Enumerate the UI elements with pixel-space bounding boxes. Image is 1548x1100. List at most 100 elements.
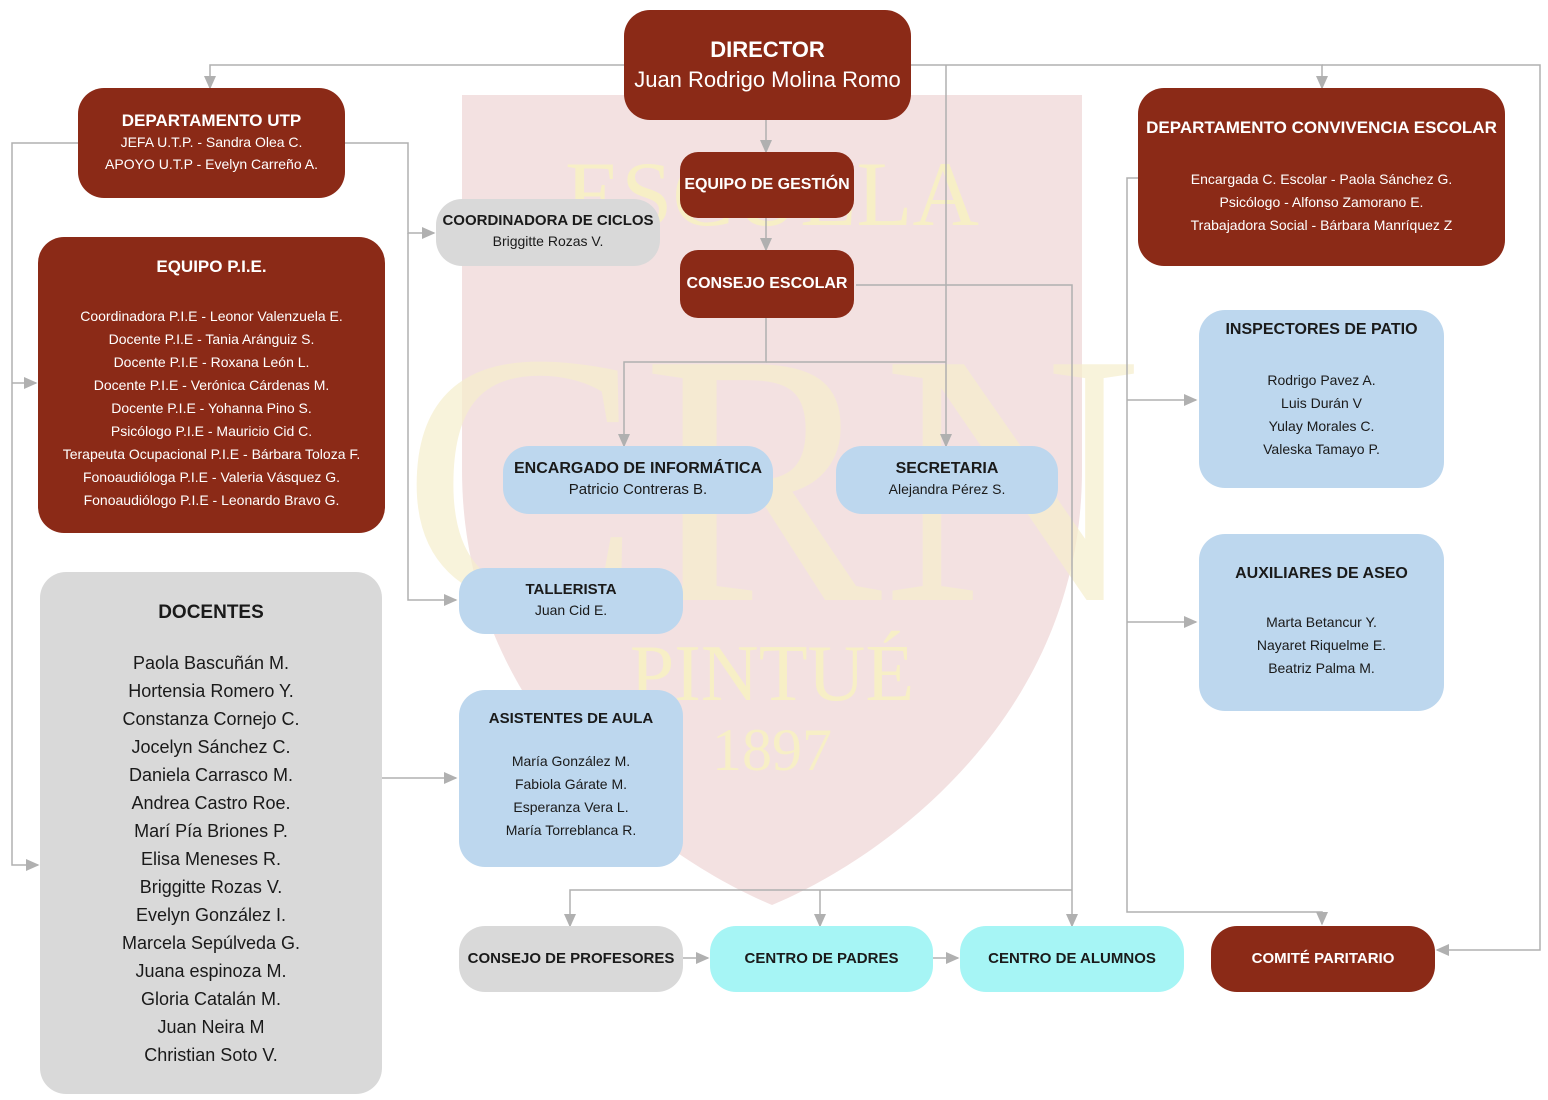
director-title: DIRECTOR [710,37,825,62]
docente-member: Gloria Catalán M. [140,988,282,1009]
docente-member: Evelyn González I. [135,904,287,925]
tallerista-name: Juan Cid E. [534,601,608,618]
director-to-utp-line [204,64,624,90]
docente-member: Briggitte Rozas V. [139,876,283,897]
pie-members: Coordinadora P.I.E - Leonor Valenzuela E… [63,305,361,512]
pie-member: Psicólogo P.I.E - Mauricio Cid C. [110,423,313,440]
docentes-members: Paola Bascuñán M. Hortensia Romero Y. Co… [122,649,300,1069]
docente-member: Marí Pía Briones P. [134,820,288,841]
director-box: DIRECTOR Juan Rodrigo Molina Romo [624,10,911,120]
centro-padres-title: CENTRO DE PADRES [744,950,899,967]
docentes-title: DOCENTES [158,602,264,623]
utp-member: JEFA U.T.P. - Sandra Olea C. [120,134,303,151]
centro-alumnos-title: CENTRO DE ALUMNOS [988,950,1156,967]
aseo-members: Marta Betancur Y. Nayaret Riquelme E. Be… [1257,611,1386,680]
docentes-box: DOCENTES Paola Bascuñán M. Hortensia Rom… [40,572,382,1094]
director-to-comite-line [1322,64,1541,956]
inspectores-members: Rodrigo Pavez A. Luis Durán V Yulay Mora… [1263,369,1380,461]
comite-paritario-box: COMITÉ PARITARIO [1211,926,1435,992]
docente-member: Andrea Castro Roe. [131,792,291,813]
secretaria-name: Alejandra Pérez S. [888,481,1006,498]
coordinadora-title: COORDINADORA DE CICLOS [442,212,654,229]
convivencia-members: Encargada C. Escolar - Paola Sánchez G. … [1191,168,1453,237]
convivencia-to-comite-line [1126,177,1328,926]
convivencia-member: Encargada C. Escolar - Paola Sánchez G. [1190,171,1453,188]
secretaria-title: SECRETARIA [895,459,999,477]
asistente-member: Esperanza Vera L. [513,799,629,815]
inspector-member: Luis Durán V [1281,395,1362,412]
consejo-to-alumnos-line [856,284,1078,928]
consejo-escolar-title: CONSEJO ESCOLAR [686,275,848,293]
centro-padres-box: CENTRO DE PADRES [710,926,933,992]
asistentes-box: ASISTENTES DE AULA María González M. Fab… [459,690,683,867]
utp-to-coordinadora-line [345,142,436,239]
utp-member: APOYO U.T.P - Evelyn Carreño A. [105,156,318,173]
docente-member: Hortensia Romero Y. [128,680,294,701]
tallerista-title: TALLERISTA [525,580,617,598]
convivencia-member: Psicólogo - Alfonso Zamorano E. [1219,194,1424,211]
director-name: Juan Rodrigo Molina Romo [634,67,901,92]
pie-member: Docente P.I.E - Verónica Cárdenas M. [93,377,330,394]
consejo-escolar-box: CONSEJO ESCOLAR [680,250,854,318]
asistentes-title: ASISTENTES DE AULA [488,710,654,727]
informatica-title: ENCARGADO DE INFORMÁTICA [514,459,762,477]
docente-member: Marcela Sepúlveda G. [121,932,301,953]
convivencia-box: DEPARTAMENTO CONVIVENCIA ESCOLAR Encarga… [1138,88,1505,266]
convivencia-member: Trabajadora Social - Bárbara Manríquez Z [1190,217,1453,234]
aseo-member: Marta Betancur Y. [1266,614,1377,631]
comite-paritario-title: COMITÉ PARITARIO [1251,950,1395,967]
gestion-title: EQUIPO DE GESTIÓN [684,176,850,194]
consejo-profesores-title: CONSEJO DE PROFESORES [467,950,675,967]
docente-member: Jocelyn Sánchez C. [131,736,291,757]
inspector-member: Rodrigo Pavez A. [1267,372,1376,389]
convivencia-title: DEPARTAMENTO CONVIVENCIA ESCOLAR [1146,118,1497,137]
pie-box: EQUIPO P.I.E. Coordinadora P.I.E - Leono… [38,237,385,533]
aseo-member: Nayaret Riquelme E. [1256,637,1387,654]
pie-title: EQUIPO P.I.E. [156,257,267,276]
aseo-box: AUXILIARES DE ASEO Marta Betancur Y. Nay… [1199,534,1444,711]
docente-member: Juana espinoza M. [135,960,287,981]
docente-member: Constanza Cornejo C. [122,708,300,729]
tallerista-box: TALLERISTA Juan Cid E. [459,568,683,634]
pie-member: Docente P.I.E - Yohanna Pino S. [111,400,312,417]
inspector-member: Valeska Tamayo P. [1263,441,1380,458]
informatica-box: ENCARGADO DE INFORMÁTICA Patricio Contre… [503,446,773,514]
utp-to-docentes-line [11,142,78,871]
inspectores-title: INSPECTORES DE PATIO [1225,321,1418,338]
pie-member: Terapeuta Ocupacional P.I.E - Bárbara To… [62,446,361,463]
inspectores-box: INSPECTORES DE PATIO Rodrigo Pavez A. Lu… [1199,310,1444,488]
branch-to-profesores-line [564,889,1072,928]
asistente-member: María González M. [511,753,631,769]
pie-member: Coordinadora P.I.E - Leonor Valenzuela E… [80,308,343,325]
aseo-title: AUXILIARES DE ASEO [1235,565,1408,582]
docente-member: Elisa Meneses R. [140,848,282,869]
consejo-to-informatica-line [618,318,767,448]
utp-members: JEFA U.T.P. - Sandra Olea C. APOYO U.T.P… [105,131,318,175]
inspector-member: Yulay Morales C. [1268,418,1375,435]
utp-box: DEPARTAMENTO UTP JEFA U.T.P. - Sandra Ol… [78,88,345,198]
asistente-member: María Torreblanca R. [505,822,637,838]
asistente-member: Fabiola Gárate M. [514,776,628,792]
pie-member: Fonoaudióloga P.I.E - Valeria Vásquez G. [82,469,341,486]
aseo-member: Beatriz Palma M. [1268,660,1375,677]
informatica-name: Patricio Contreras B. [568,481,708,499]
secretaria-box: SECRETARIA Alejandra Pérez S. [836,446,1058,514]
docente-member: Daniela Carrasco M. [128,764,294,785]
asistentes-members: María González M. Fabiola Gárate M. Espe… [506,750,636,842]
docente-member: Paola Bascuñán M. [132,652,290,673]
utp-title: DEPARTAMENTO UTP [121,110,302,130]
pie-member: Docente P.I.E - Roxana León L. [113,354,310,371]
gestion-box: EQUIPO DE GESTIÓN [680,152,854,218]
pie-member: Docente P.I.E - Tania Aránguiz S. [108,331,315,348]
docente-member: Juan Neira M [157,1016,265,1037]
coordinadora-name: Briggitte Rozas V. [492,233,604,249]
utp-to-tallerista-line [407,233,458,606]
coordinadora-box: COORDINADORA DE CICLOS Briggitte Rozas V… [436,199,660,266]
docente-member: Christian Soto V. [144,1044,278,1065]
pie-member: Fonoaudiólogo P.I.E - Leonardo Bravo G. [83,492,340,509]
director-to-convivencia-line [910,64,1328,90]
consejo-profesores-box: CONSEJO DE PROFESORES [459,926,683,992]
watermark-year: 1897 [712,717,832,783]
